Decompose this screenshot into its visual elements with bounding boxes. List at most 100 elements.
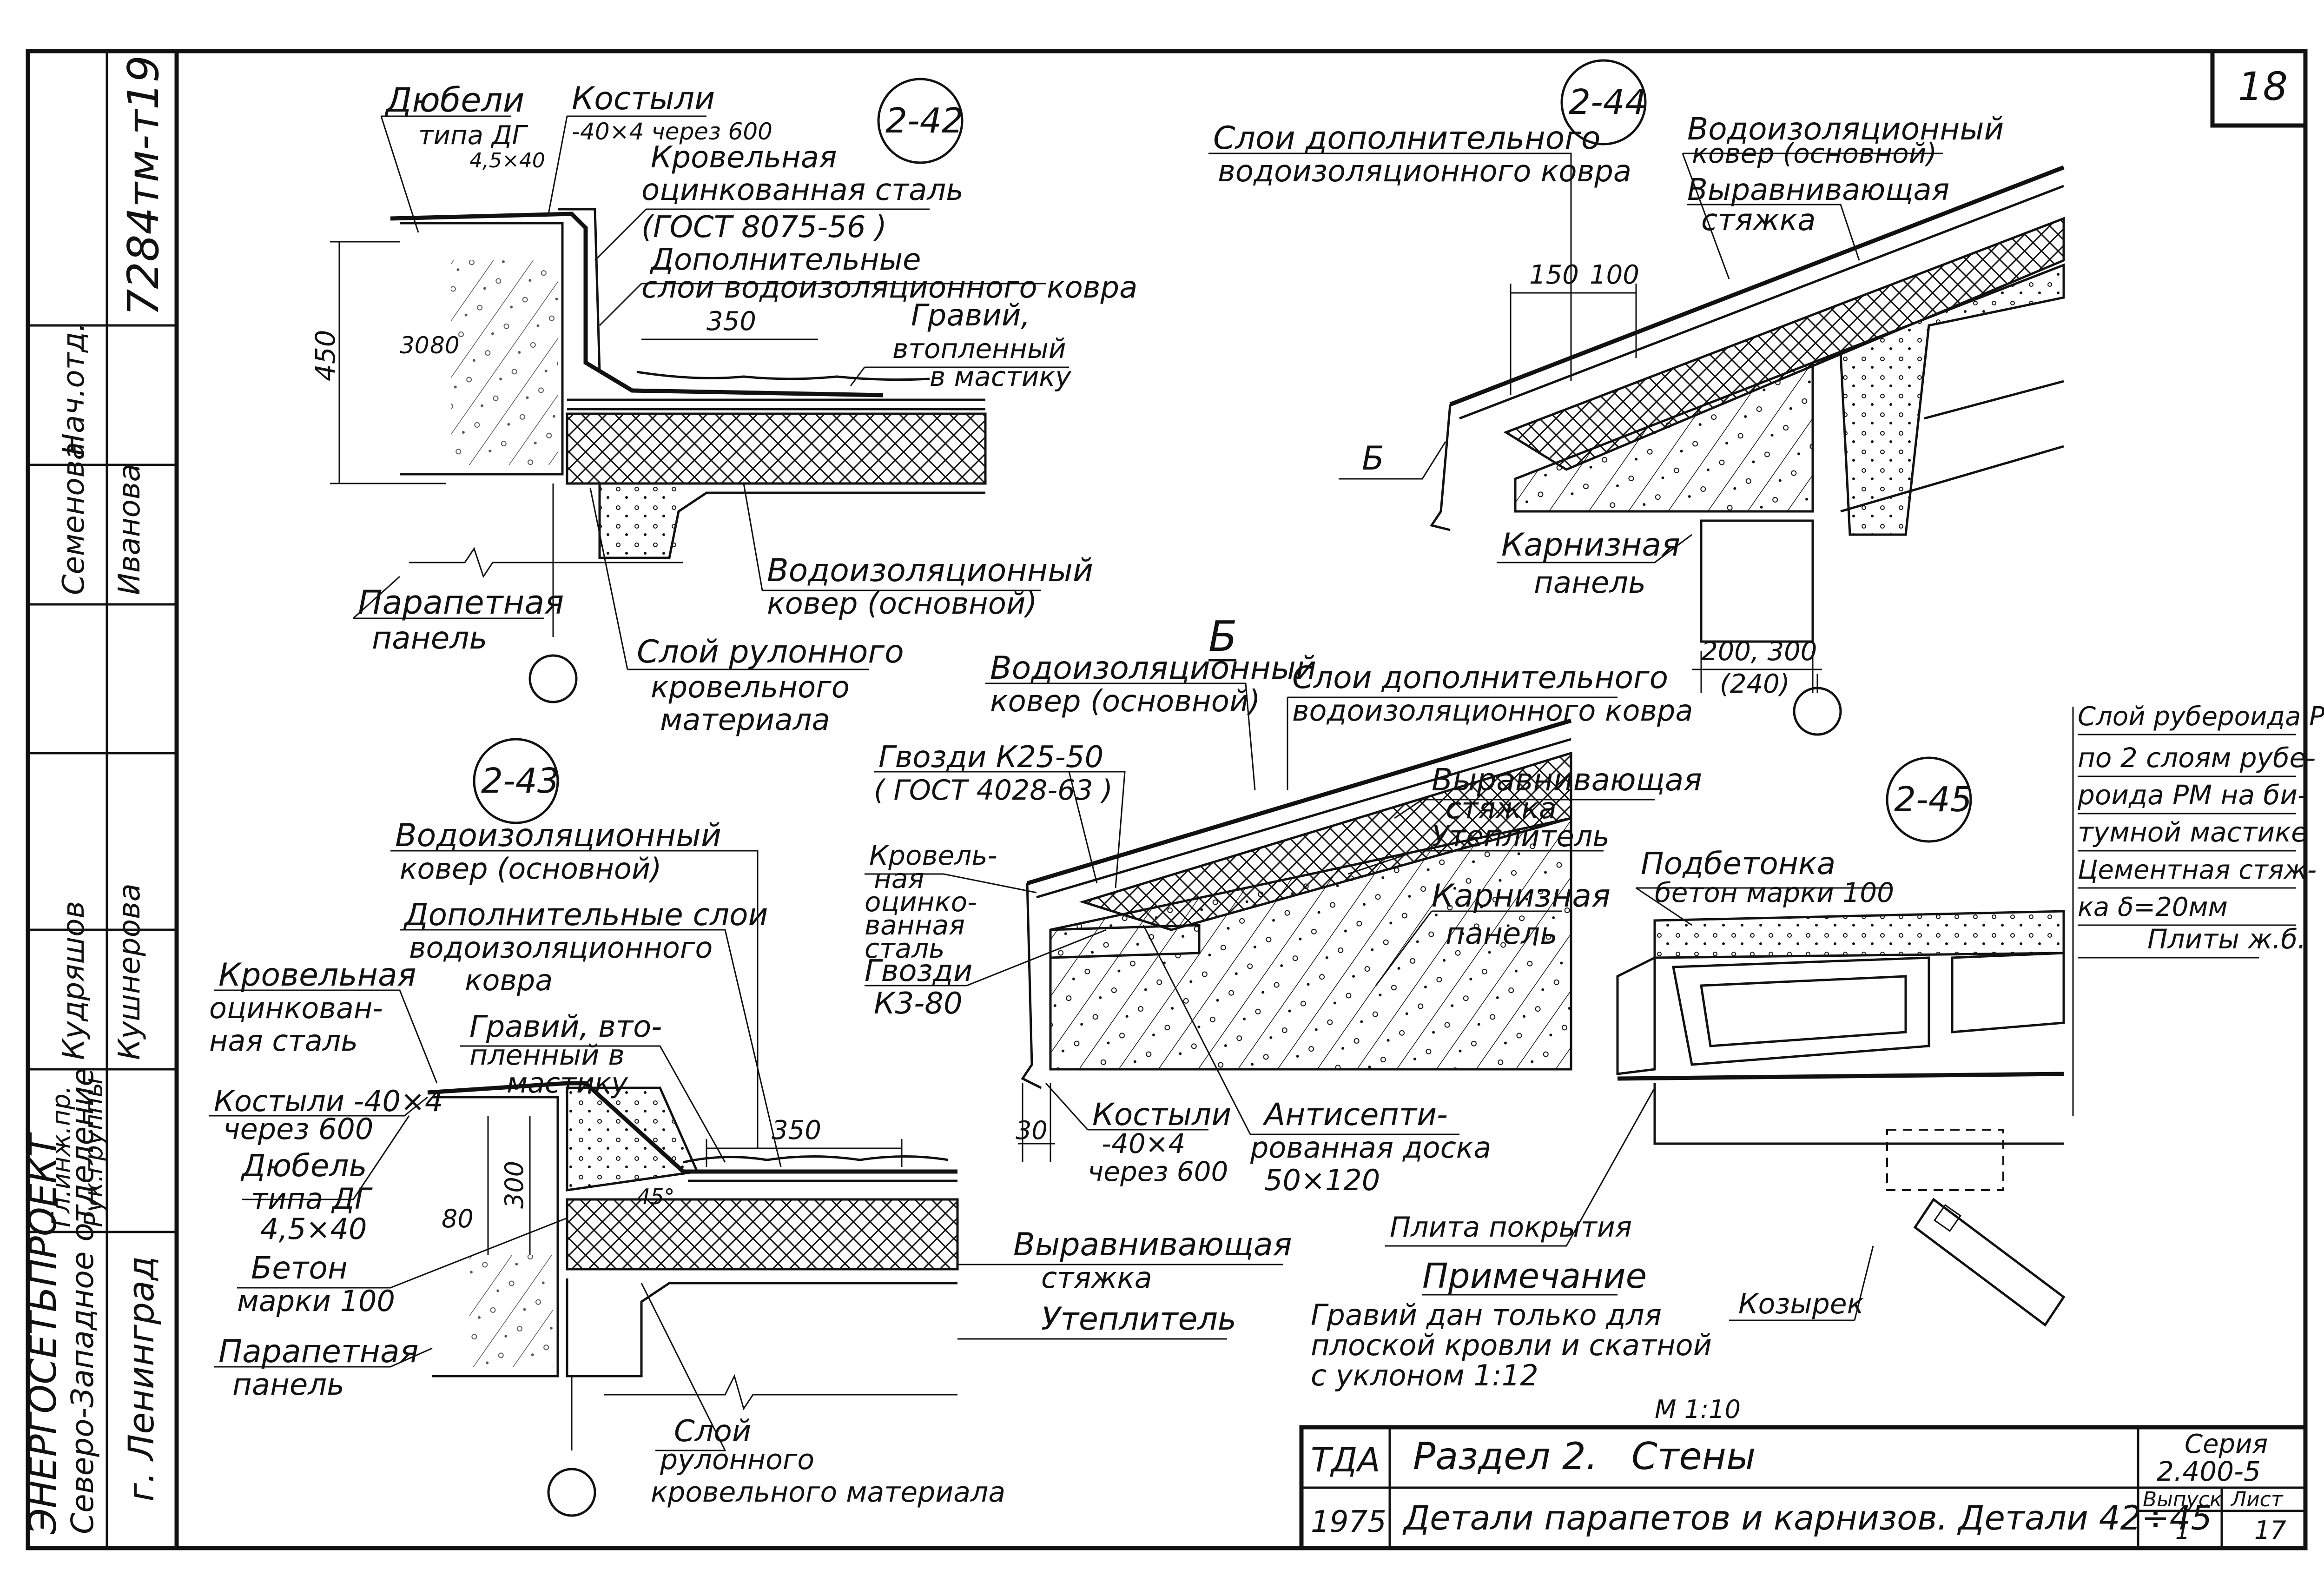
db-carpet-1: Водоизоляционный <box>990 650 1316 687</box>
d43-extra-3: ковра <box>465 963 553 997</box>
d42-rolled-2: кровельного <box>651 670 850 705</box>
d43-carpet-2: ковер (основной) <box>400 852 661 886</box>
db-screed-2: стяжка <box>1446 791 1557 825</box>
d45-slab: Плита покрытия <box>1390 1211 1632 1244</box>
d42-rolled-1: Слой рулонного <box>637 634 904 670</box>
detail-b: Б 30 Водоизоляционный ковер (основной) С… <box>865 612 1702 1197</box>
db-screed-1: Выравнивающая <box>1432 762 1702 798</box>
sheet-number-box <box>2210 49 2308 128</box>
d42-dowels-type: типа ДГ <box>418 120 528 151</box>
d45-legend-6: ка δ=20мм <box>2078 892 2228 922</box>
d43-concrete-2: марки 100 <box>237 1284 395 1318</box>
org-name: ЭНЕРГОСЕТЬПРОЕКТ <box>21 1132 65 1535</box>
d42-dowels: Дюбели <box>384 80 524 119</box>
detail-2-43: 2-43 350 300 80 45° Водоизоляционный ков… <box>209 738 1292 1517</box>
dim-80: 80 <box>430 332 460 359</box>
note-block: Примечание Гравий дан только для плоской… <box>1311 1256 1712 1392</box>
db-nails-3: Гвозди <box>865 954 972 988</box>
name-kudryashov: Кудряшов <box>57 901 91 1060</box>
title-series-value: 2.400-5 <box>2157 1456 2261 1487</box>
d45-legend-1: Слой рубероида РЧ <box>2078 702 2324 732</box>
d44-screed-2: стяжка <box>1701 203 1816 238</box>
d44-dim-240: (240) <box>1720 669 1790 699</box>
d42-rolled-3: материала <box>660 703 830 737</box>
d43-gravel-1: Гравий, вто- <box>469 1010 662 1044</box>
d44-ref-b: Б <box>1362 439 1384 477</box>
db-nails-2: ( ГОСТ 4028-63 ) <box>874 774 1113 807</box>
db-nails-1: Гвозди К25-50 <box>878 740 1103 775</box>
title-section-name: Стены <box>1631 1435 1756 1478</box>
d44-cornice-2: панель <box>1534 566 1646 600</box>
d43-dim-300: 300 <box>500 1161 529 1209</box>
d42-crutches-spec: -40×4 через 600 <box>572 118 772 145</box>
dim-30: 30 <box>400 332 429 359</box>
title-issue-label: Выпуск <box>2143 1488 2222 1511</box>
name-ivanova: Иванова <box>112 464 147 595</box>
d43-steel-1: Кровельная <box>218 957 416 993</box>
doc-code: 7284тм-т19 <box>119 55 168 316</box>
detail-2-42: 2-42 450 30 80 350 Дюбели типа ДГ 4,5×40… <box>310 78 1137 737</box>
d43-gravel-3: мастику <box>507 1067 628 1099</box>
role-2: Гл.инж.пр. <box>46 1086 76 1227</box>
db-board-2: рованная доска <box>1250 1131 1491 1165</box>
db-crutch-1: Костыли <box>1092 1097 1231 1132</box>
note-title: Примечание <box>1422 1256 1647 1296</box>
d45-under-1: Подбетонка <box>1641 846 1835 881</box>
d42-extra-2: слои водоизоляционного ковра <box>641 271 1137 305</box>
d44-extra-1: Слои дополнительного <box>1213 120 1601 157</box>
d42-gravel-1: Гравий, <box>911 298 1030 333</box>
title-section: Раздел 2. <box>1413 1435 1598 1478</box>
db-roof-2: ная <box>874 863 924 894</box>
detail-label-2-43: 2-43 <box>481 761 559 801</box>
d43-gravel-2: пленный в <box>469 1039 625 1072</box>
name-semenova: Семенова <box>57 442 91 595</box>
d42-carpet-1: Водоизоляционный <box>767 552 1093 589</box>
d44-screed-1: Выравнивающая <box>1687 173 1949 207</box>
scale-label: М 1:10 <box>1655 1395 1741 1424</box>
d43-rolled-2: рулонного <box>660 1444 814 1476</box>
db-roof-4: ванная <box>865 909 965 941</box>
d43-steel-3: ная сталь <box>209 1024 358 1058</box>
dim-450: 450 <box>310 330 341 381</box>
db-insul: Утеплитель <box>1432 819 1610 853</box>
d43-screed-2: стяжка <box>1041 1261 1152 1295</box>
d43-concrete-1: Бетон <box>251 1250 348 1286</box>
d43-crutch-1: Костыли -40×4 <box>214 1084 443 1118</box>
detail-2-44: 2-44 150 100 200, 300 (240) Слои дополни… <box>1208 59 2065 736</box>
d42-crutches: Костыли <box>572 80 715 117</box>
title-sheet-title: Детали парапетов и карнизов. Детали 42÷4… <box>1402 1498 2212 1537</box>
detail-marker-2-42 <box>877 78 964 164</box>
db-dim-30: 30 <box>1016 1116 1048 1145</box>
db-nails-4: К3-80 <box>874 987 963 1021</box>
d45-legend-5: Цементная стяж- <box>2078 855 2317 885</box>
detail-label-b: Б <box>1208 612 1237 661</box>
d44-dim-100: 100 <box>1590 260 1639 290</box>
db-board-3: 50×120 <box>1264 1163 1380 1197</box>
d42-gravel-3: в мастику <box>930 361 1071 392</box>
db-extra-1: Слои дополнительного <box>1292 660 1668 695</box>
title-series-label: Серия <box>2185 1429 2268 1459</box>
title-issue-value: 1 <box>2175 1517 2190 1544</box>
d42-roof-steel-3: (ГОСТ 8075-56 ) <box>641 210 887 245</box>
d42-gravel-2: втопленный <box>892 333 1066 364</box>
db-roof-5: сталь <box>865 933 944 964</box>
note-line-2: плоской кровли и скатной <box>1311 1328 1712 1362</box>
d43-screed-1: Выравнивающая <box>1013 1226 1292 1263</box>
title-block: ТДА 1975 Раздел 2. Стены Детали парапето… <box>1299 1425 2308 1550</box>
detail-label-2-45: 2-45 <box>1894 780 1972 820</box>
d43-carpet-1: Водоизоляционный <box>395 817 721 854</box>
d43-parapet-2: панель <box>232 1368 344 1402</box>
d42-carpet-2: ковер (основной) <box>767 587 1037 621</box>
d44-cornice-1: Карнизная <box>1501 527 1680 563</box>
note-line-1: Гравий дан только для <box>1311 1298 1662 1332</box>
d45-legend-3: роида РМ на би- <box>2077 779 2307 811</box>
d43-parapet-1: Парапетная <box>218 1333 419 1370</box>
d43-dowel-2: типа ДГ <box>251 1182 373 1216</box>
d44-dim-200: 200, 300 <box>1701 636 1817 667</box>
d43-crutch-2: через 600 <box>223 1112 373 1146</box>
d45-legend-4: тумной мастике <box>2078 816 2308 848</box>
detail-label-2-42: 2-42 <box>885 101 964 141</box>
d42-extra-1: Дополнительные <box>649 243 921 277</box>
note-line-3: с уклоном 1:12 <box>1311 1358 1538 1392</box>
